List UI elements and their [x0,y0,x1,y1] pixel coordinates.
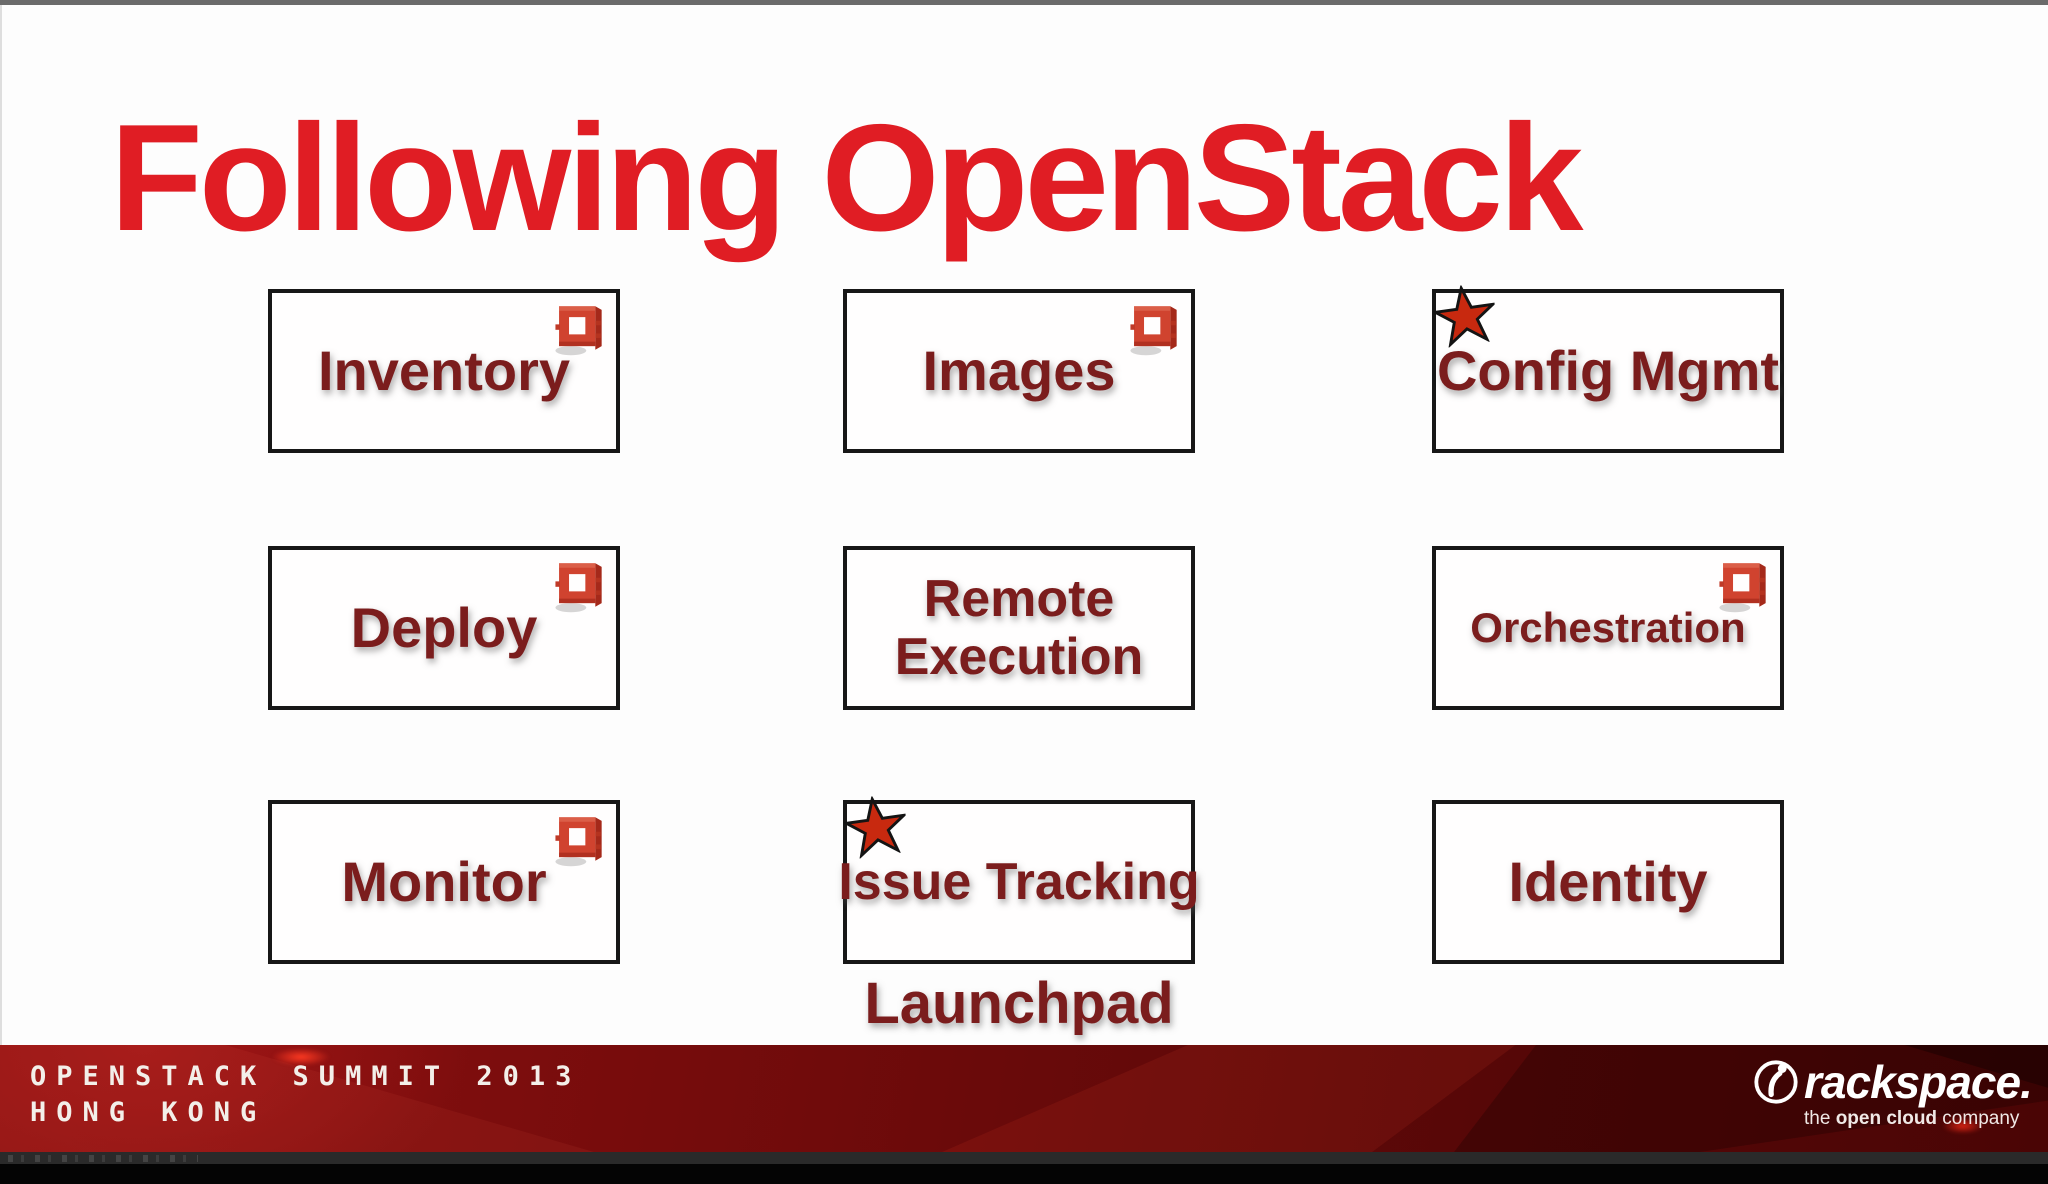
window-left-edge [0,5,2,1045]
grid-box-deploy: Deploy [268,546,620,710]
rackspace-tagline: the open cloud company [1804,1108,2020,1129]
openstack-cube-icon [550,810,608,868]
grid-box-label: Deploy [350,595,538,659]
grid-box-label: Orchestration [1470,604,1746,652]
window-top-edge [0,0,2048,5]
stage-light-glow [272,1048,330,1066]
grid-box-inventory: Inventory [268,289,620,453]
grid-box-label: Issue Tracking [838,852,1200,911]
event-title-line1: OPENSTACK SUMMIT 2013 [30,1061,582,1092]
event-title: OPENSTACK SUMMIT 2013 HONG KONG [30,1059,581,1131]
grid-box-label: Identity [1508,849,1708,913]
rackspace-figure-icon [1752,1058,1800,1106]
grid-box-orchestration: Orchestration [1432,546,1784,710]
player-bar-marks [8,1155,198,1162]
grid-box-identity: Identity [1432,800,1784,964]
footer-banner [0,1045,2048,1152]
grid-box-label: Images [922,338,1116,402]
grid-box-config-mgmt: Config Mgmt [1432,289,1784,453]
openstack-cube-icon [1125,299,1183,357]
rackspace-wordmark: rackspace. [1804,1056,2033,1108]
grid-box-label: Inventory [317,338,571,402]
player-bar [0,1152,2048,1164]
slide-title: Following OpenStack [110,93,1583,263]
stage-light-glow [1942,1118,1984,1134]
openstack-cube-icon [550,299,608,357]
rackspace-logo: rackspace. the open cloud company [1752,1058,2033,1130]
star-icon [841,792,911,860]
launchpad-caption: Launchpad [864,971,1174,1036]
grid-box-images: Images [843,289,1195,453]
event-title-line2: HONG KONG [30,1097,267,1128]
grid-box-label: Remote Execution [894,569,1144,686]
grid-box-label: Monitor [341,849,547,913]
star-icon [1430,281,1500,349]
grid-box-issue-tracking: Issue Tracking [838,800,1200,964]
openstack-cube-icon [1714,556,1772,614]
openstack-cube-icon [550,556,608,614]
letterbox-strip [0,1164,2048,1184]
grid-box-monitor: Monitor [268,800,620,964]
grid-box-label: Config Mgmt [1436,338,1780,402]
grid-box-remote-execution: Remote Execution [843,546,1195,710]
